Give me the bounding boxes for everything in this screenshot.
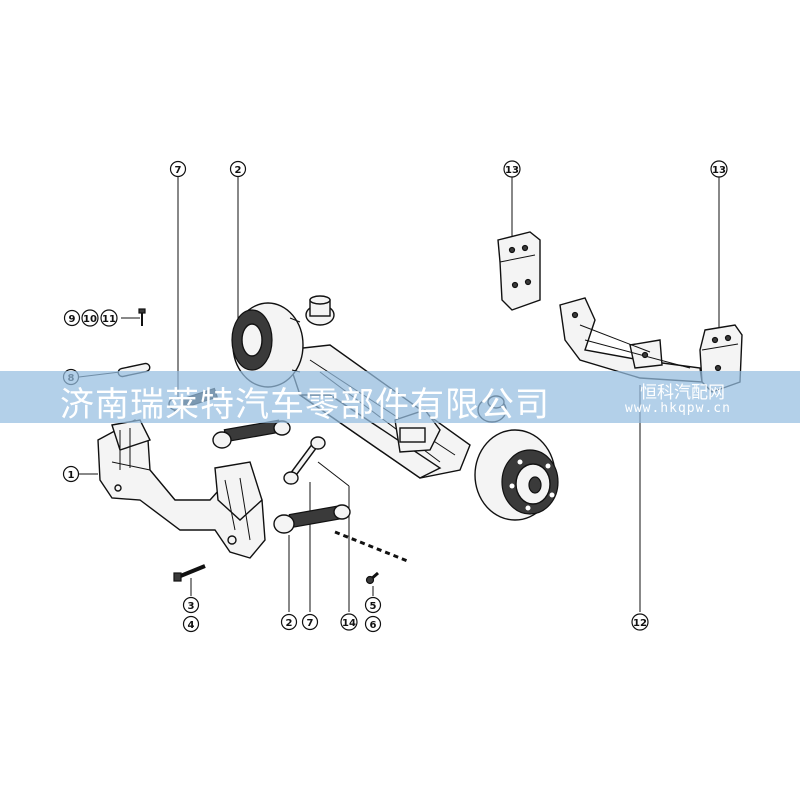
callout-2-top: 2 — [229, 160, 247, 178]
svg-text:11: 11 — [102, 314, 116, 325]
callout-13-left: 13 — [503, 160, 521, 178]
bolt-rear — [365, 571, 379, 585]
callout-4: 4 — [182, 615, 200, 633]
svg-text:5: 5 — [370, 601, 377, 612]
callout-13-right: 13 — [710, 160, 728, 178]
svg-text:9: 9 — [69, 314, 76, 325]
svg-text:14: 14 — [342, 618, 356, 629]
svg-text:12: 12 — [633, 618, 647, 629]
bolt-front — [173, 564, 206, 582]
callout-9: 9 — [63, 309, 81, 327]
right-hub — [474, 429, 559, 521]
watermark-company-name: 济南瑞莱特汽车零部件有限公司 — [60, 385, 550, 425]
torque-rod-lower — [273, 504, 351, 534]
svg-text:2: 2 — [235, 165, 242, 176]
callout-11: 11 — [100, 309, 118, 327]
watermark-banner — [0, 371, 800, 423]
svg-text:4: 4 — [188, 620, 195, 631]
callout-7-bottom: 7 — [301, 613, 319, 631]
callout-5: 5 — [364, 596, 382, 614]
svg-text:10: 10 — [83, 314, 97, 325]
svg-text:6: 6 — [370, 620, 377, 631]
callout-10: 10 — [81, 309, 99, 327]
callouts: 7 2 13 13 9 10 11 8 — [62, 160, 728, 633]
svg-text:3: 3 — [188, 601, 195, 612]
v-rod — [283, 436, 326, 485]
callout-6: 6 — [364, 615, 382, 633]
svg-text:13: 13 — [712, 165, 726, 176]
callout-1: 1 — [62, 465, 80, 483]
torque-rod-upper — [212, 419, 291, 449]
callout-14: 14 — [340, 613, 358, 631]
svg-text:7: 7 — [175, 165, 182, 176]
watermark-url: www.hkqpw.cn — [625, 401, 731, 416]
stabilizer-bracket — [559, 297, 703, 383]
callout-2-bottom: 2 — [280, 613, 298, 631]
svg-text:7: 7 — [307, 618, 314, 629]
svg-text:2: 2 — [286, 618, 293, 629]
callout-12: 12 — [631, 613, 649, 631]
front-cross-member — [97, 419, 266, 559]
svg-text:13: 13 — [505, 165, 519, 176]
watermark-site-name: 恒科汽配网 — [640, 383, 725, 403]
bolt-top — [138, 308, 146, 326]
left-hub — [231, 302, 304, 388]
callout-3: 3 — [182, 596, 200, 614]
upper-bracket-left — [497, 231, 541, 311]
svg-text:1: 1 — [68, 470, 75, 481]
dashed-pointer — [334, 530, 411, 564]
callout-7-top: 7 — [169, 160, 187, 178]
